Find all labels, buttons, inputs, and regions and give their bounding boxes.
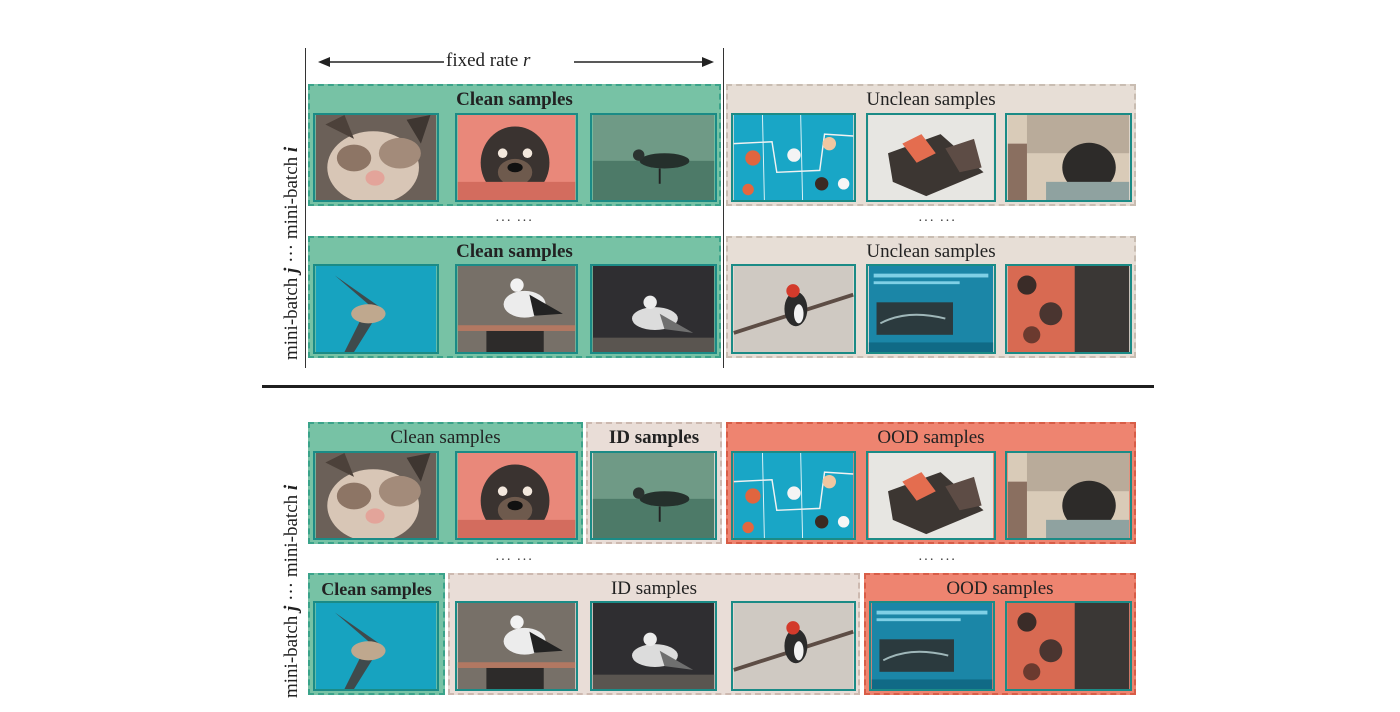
group-label: Clean samples	[321, 579, 432, 599]
panel-separator	[262, 385, 1154, 388]
bottom-right-ellipsis: ··· ···	[918, 553, 957, 568]
red-foliage-thumbnail	[1005, 264, 1132, 354]
fixed-rate-arrow	[318, 57, 714, 67]
seagull-on-water-thumbnail	[590, 451, 717, 540]
woodpecker-on-branch-thumbnail	[731, 264, 856, 354]
top-rate-divider-line	[723, 48, 724, 368]
cat-photo-thumbnail	[313, 113, 439, 202]
seagull-on-dark-thumbnail	[590, 264, 717, 354]
fixed-rate-label: fixed rate r	[446, 50, 531, 71]
group-label: Unclean samples	[866, 89, 996, 110]
tiled-wall-scene-thumbnail	[1005, 113, 1132, 202]
group-label: Clean samples	[456, 89, 573, 110]
dog-map-illustration-thumbnail	[731, 113, 856, 202]
group-label: Unclean samples	[866, 241, 996, 262]
seagull-on-water-thumbnail	[590, 113, 717, 202]
group-label: OOD samples	[877, 427, 985, 448]
seagull-on-post-thumbnail	[455, 601, 578, 691]
group-label: ID samples	[608, 427, 700, 448]
top-side-label: mini-batch j ··· mini-batch i	[281, 146, 302, 360]
dog-photo-thumbnail	[455, 451, 578, 540]
screen-capture-thumbnail	[866, 264, 996, 354]
bird-in-flight-thumbnail	[313, 601, 439, 691]
top-left-axis-line	[305, 48, 306, 368]
seagull-on-dark-thumbnail	[590, 601, 717, 691]
dog-map-illustration-thumbnail	[731, 451, 856, 540]
fallen-bird-thumbnail	[866, 451, 996, 540]
group-label: OOD samples	[946, 578, 1054, 599]
cat-photo-thumbnail	[313, 451, 439, 540]
bottom-left-ellipsis: ··· ···	[495, 553, 534, 568]
dog-photo-thumbnail	[455, 113, 578, 202]
top-right-ellipsis: ··· ···	[918, 214, 957, 229]
seagull-on-post-thumbnail	[455, 264, 578, 354]
group-label: Clean samples	[390, 427, 501, 448]
screen-capture-thumbnail	[869, 601, 995, 691]
bird-in-flight-thumbnail	[313, 264, 439, 354]
group-label: ID samples	[610, 578, 697, 599]
bottom-side-label: mini-batch j ··· mini-batch i	[281, 484, 302, 698]
red-foliage-thumbnail	[1005, 601, 1132, 691]
tiled-wall-scene-thumbnail	[1005, 451, 1132, 540]
woodpecker-on-branch-thumbnail	[731, 601, 856, 691]
fallen-bird-thumbnail	[866, 113, 996, 202]
top-left-ellipsis: ··· ···	[495, 214, 534, 229]
group-label: Clean samples	[456, 241, 573, 262]
